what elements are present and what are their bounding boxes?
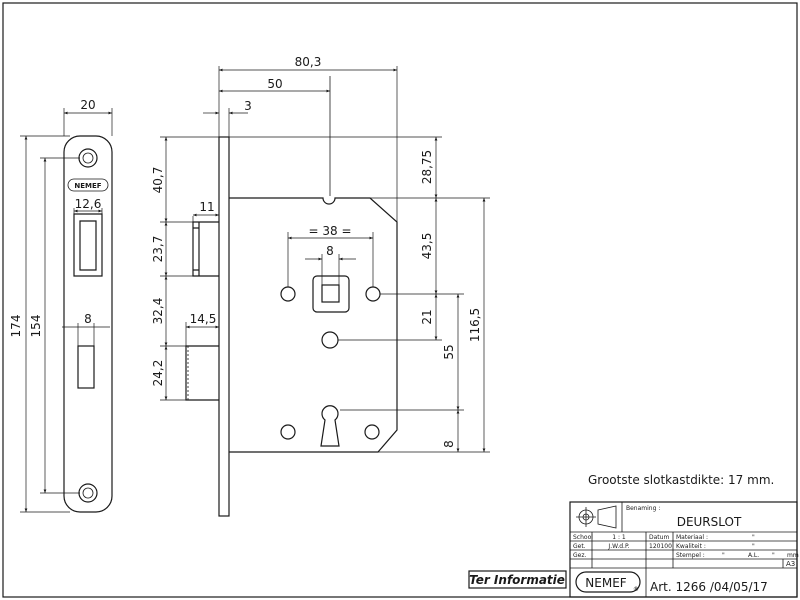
latch-bolt [192, 221, 219, 277]
keyhole [320, 405, 340, 447]
dim-total-case-height: 116,5 [468, 308, 482, 342]
stempel-unit: mm [787, 552, 799, 559]
nemef-logo-frame [67, 178, 109, 192]
get-value: J.W.d.P. [607, 543, 629, 550]
mount-hole-right [365, 286, 381, 302]
latch-cutout [73, 213, 103, 277]
datum-label: Datum [649, 534, 669, 541]
front-plate-view: NEMEF 20 12,6 8 174 154 [9, 98, 113, 513]
sheet-size: A3 [786, 560, 795, 568]
dim-backset: 50 [267, 77, 282, 91]
bolt-slot [77, 345, 95, 389]
mount-hole-left [280, 286, 296, 302]
dim-spindle-to-hole: 21 [420, 309, 434, 324]
registered-mark: ® [633, 586, 639, 593]
dim-plate-width: 20 [80, 98, 95, 112]
dim-cutout-width: 12,6 [75, 197, 102, 211]
spindle-hub [312, 275, 350, 313]
drawing-title: DEURSLOT [677, 515, 742, 529]
stempel-label: Stempel : [676, 552, 705, 559]
dead-bolt [185, 345, 219, 401]
dim-case-to-spindle: 43,5 [420, 233, 434, 260]
note-max-case-thickness: Grootste slotkastdikte: 17 mm. [588, 473, 774, 487]
dim-latch-offset-top: 40,7 [151, 167, 165, 194]
dim-bolt-height: 24,2 [151, 360, 165, 387]
bottom-screw-hole-outer [78, 483, 98, 503]
nemef-logo-text: NEMEF [74, 182, 101, 190]
nemef-title-logo-frame [575, 571, 641, 593]
top-screw-hole-outer [78, 148, 98, 168]
school-label: School [573, 534, 593, 541]
datum-value: 120100 [649, 543, 672, 550]
front-plate-outline [63, 135, 113, 513]
dim-slot-width: 8 [84, 312, 92, 326]
get-label: Get. [573, 543, 586, 550]
materiaal-value: " [752, 534, 755, 541]
ter-informatie-stamp-frame [468, 570, 567, 589]
top-screw-hole-inner [82, 152, 94, 164]
dim-latch-projection: 11 [199, 200, 214, 214]
dim-faceplate-thickness: 3 [244, 99, 252, 113]
dim-gap-latch-bolt: 32,4 [151, 298, 165, 325]
dim-overall-depth: 80,3 [295, 55, 322, 69]
mount-hole-bottom-right [364, 424, 380, 440]
stempel-value-2: A.L. [748, 552, 759, 559]
mount-hole-bottom-left [280, 424, 296, 440]
dim-spindle-to-key: 55 [442, 344, 456, 359]
projection-symbol-icon [576, 505, 617, 529]
ter-informatie-stamp: Ter Informatie [469, 573, 565, 587]
stempel-value-1: " [722, 552, 725, 559]
dim-plate-hole-spacing: 154 [29, 315, 43, 338]
materiaal-label: Materiaal : [676, 534, 708, 541]
bottom-screw-hole-inner [82, 487, 94, 499]
kwaliteit-value: " [752, 543, 755, 550]
gez-label: Gez. [573, 552, 586, 559]
school-value: 1 : 1 [612, 534, 626, 541]
article-number: Art. 1266 /04/05/17 [650, 580, 768, 594]
dim-spindle-size: 8 [326, 244, 334, 258]
stempel-value-3: " [772, 552, 775, 559]
benaming-label: Benaming : [626, 505, 660, 512]
spindle-square [321, 284, 340, 303]
title-block: Benaming : DEURSLOT School 1 : 1 Datum M… [569, 501, 799, 598]
dim-hole-spacing: = 38 = [308, 224, 351, 238]
kwaliteit-label: Kwaliteit : [676, 543, 706, 550]
dim-key-offset: 8 [442, 440, 456, 448]
dim-top-to-case: 28,75 [420, 150, 434, 184]
nemef-title-logo: NEMEF [585, 576, 626, 590]
center-hole [321, 331, 339, 349]
dim-latch-height: 23,7 [151, 236, 165, 263]
lock-body-view: 80,3 50 3 40,7 23,7 32,4 24,2 11 14,5 [151, 55, 490, 517]
faceplate [218, 136, 230, 517]
dim-plate-length: 174 [9, 315, 23, 338]
dim-bolt-projection: 14,5 [190, 312, 217, 326]
